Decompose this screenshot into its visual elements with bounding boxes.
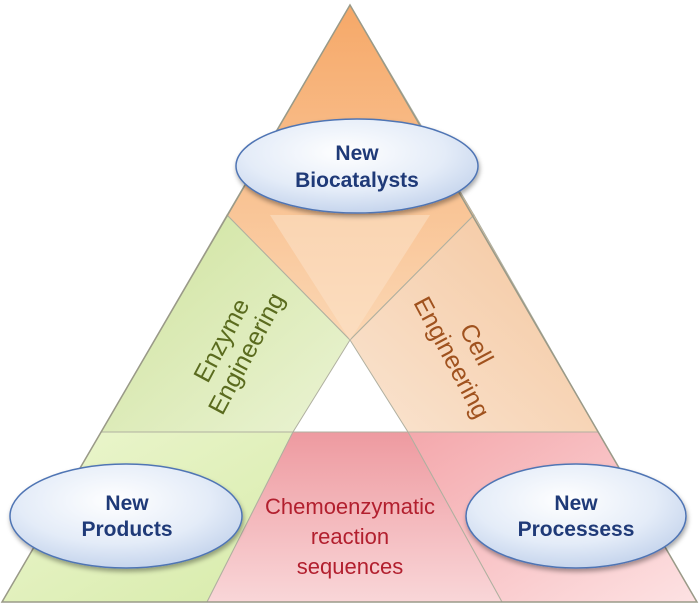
chemoenzymatic-label: Chemoenzymatic reaction sequences xyxy=(265,494,435,579)
center-line2: reaction xyxy=(311,524,389,549)
node-top-line1: New xyxy=(335,142,379,165)
node-top-line2: Biocatalysts xyxy=(295,169,419,192)
node-right-line1: New xyxy=(554,492,598,515)
node-left-line2: Products xyxy=(81,518,172,541)
node-new-processess: New Processess xyxy=(465,463,687,569)
node-right-line2: Processess xyxy=(518,518,635,541)
outer-triangle-outline xyxy=(0,3,699,603)
center-line3: sequences xyxy=(297,554,403,579)
node-left-line1: New xyxy=(105,492,149,515)
node-new-products: New Products xyxy=(9,463,243,569)
center-line1: Chemoenzymatic xyxy=(265,494,435,519)
overlap-region xyxy=(270,215,430,340)
node-new-biocatalysts: New Biocatalysts xyxy=(235,118,479,214)
